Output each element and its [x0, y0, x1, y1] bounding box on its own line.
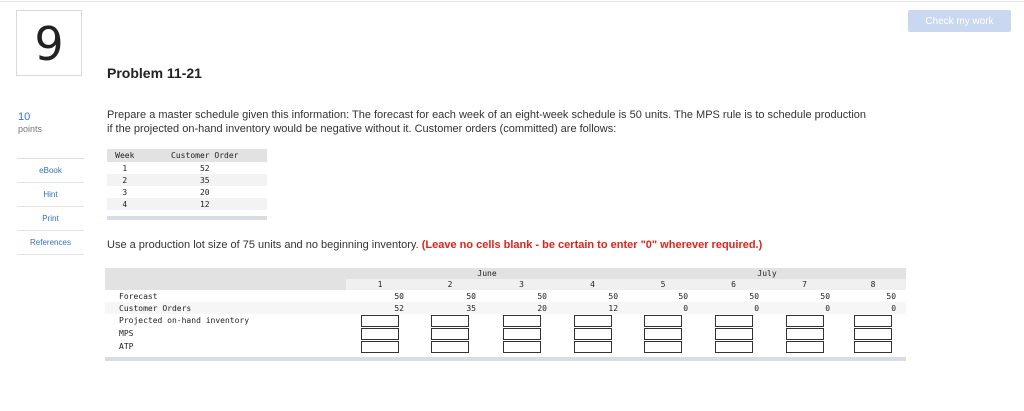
mps-input[interactable]	[714, 327, 753, 340]
customer-orders-value: 0	[628, 302, 699, 314]
problem-instructions: Prepare a master schedule given this inf…	[107, 109, 867, 135]
month-june-header: June	[346, 268, 629, 279]
lot-size-instructions: Use a production lot size of 75 units an…	[107, 239, 762, 251]
projected-on-hand-input[interactable]	[502, 314, 541, 327]
customer-orders-value: 20	[486, 302, 557, 314]
orders-header-customer-order: Customer Order	[142, 149, 267, 162]
week-header: 2	[414, 279, 486, 290]
points-value: 10	[18, 111, 31, 123]
atp-input[interactable]	[573, 340, 612, 353]
customer-orders-value: 0	[840, 302, 907, 314]
atp-input[interactable]	[502, 340, 541, 353]
atp-input[interactable]	[644, 340, 683, 353]
projected-on-hand-input[interactable]	[573, 314, 612, 327]
mps-input[interactable]	[785, 327, 824, 340]
row-label-mps: MPS	[119, 329, 134, 338]
week-header: 6	[698, 279, 770, 290]
week-header: 8	[840, 279, 907, 290]
lot-size-text: Use a production lot size of 75 units an…	[107, 239, 419, 251]
mps-input[interactable]	[431, 327, 469, 340]
blank-cells-warning: (Leave no cells blank - be certain to en…	[421, 239, 763, 251]
customer-orders-value: 12	[557, 302, 629, 314]
row-label-customer-orders: Customer Orders	[105, 302, 346, 314]
projected-on-hand-input[interactable]	[714, 314, 753, 327]
master-schedule-table: June July 1 2 3 4 5 6 7 8 Forecast 50 50…	[105, 268, 907, 361]
customer-orders-value: 0	[769, 302, 841, 314]
print-link[interactable]: Print	[17, 207, 84, 231]
week-header: 3	[486, 279, 557, 290]
orders-week: 4	[107, 198, 143, 213]
month-july-header: July	[628, 268, 907, 279]
week-header: 4	[557, 279, 629, 290]
row-label-projected-on-hand: Projected on-hand inventory	[119, 316, 250, 325]
week-header: 1	[346, 279, 414, 290]
forecast-value: 50	[820, 291, 831, 301]
projected-on-hand-input[interactable]	[785, 314, 824, 327]
projected-on-hand-input[interactable]	[361, 314, 399, 327]
orders-header-week: Week	[107, 149, 143, 162]
forecast-value: 50	[886, 291, 897, 301]
table-corner	[105, 268, 346, 279]
forecast-value: 50	[678, 291, 689, 301]
row-label-forecast: Forecast	[119, 291, 158, 301]
week-header: 5	[628, 279, 699, 290]
forecast-value: 50	[749, 291, 760, 301]
forecast-value: 50	[537, 291, 547, 301]
orders-table-footer	[107, 210, 267, 220]
problem-title: Problem 11-21	[107, 65, 202, 81]
forecast-value: 50	[394, 291, 404, 301]
mps-input[interactable]	[502, 327, 541, 340]
customer-orders-value: 0	[698, 302, 770, 314]
orders-week: 3	[122, 187, 128, 197]
points-label: points	[18, 124, 43, 134]
orders-value: 35	[142, 174, 267, 186]
top-divider	[0, 1, 1024, 2]
mps-input[interactable]	[644, 327, 683, 340]
atp-input[interactable]	[431, 340, 469, 353]
check-my-work-button[interactable]: Check my work	[908, 10, 1011, 32]
hint-link[interactable]: Hint	[17, 183, 84, 207]
projected-on-hand-input[interactable]	[644, 314, 683, 327]
projected-on-hand-input[interactable]	[431, 314, 469, 327]
orders-value: 12	[142, 198, 267, 213]
atp-input[interactable]	[361, 340, 399, 353]
atp-input[interactable]	[854, 340, 893, 353]
customer-orders-value: 52	[346, 302, 414, 314]
mps-input[interactable]	[361, 327, 399, 340]
question-number-box: 9	[16, 10, 82, 76]
weeks-label-spacer	[105, 279, 346, 290]
mps-input[interactable]	[854, 327, 893, 340]
atp-input[interactable]	[785, 340, 824, 353]
ebook-link[interactable]: eBook	[17, 159, 84, 183]
forecast-value: 50	[466, 291, 476, 301]
orders-week: 2	[107, 174, 143, 186]
orders-value: 52	[199, 163, 210, 173]
customer-orders-table: Week Customer Order 1 52 2 35 3 20 4 12	[107, 149, 267, 220]
forecast-value: 50	[608, 291, 619, 301]
customer-orders-value: 35	[414, 302, 486, 314]
orders-value: 20	[199, 187, 210, 197]
master-schedule-footer	[105, 353, 907, 361]
atp-input[interactable]	[714, 340, 753, 353]
orders-week: 1	[122, 163, 128, 173]
references-link[interactable]: References	[17, 231, 84, 255]
projected-on-hand-input[interactable]	[854, 314, 893, 327]
question-number: 9	[34, 17, 64, 71]
question-tools: eBook Hint Print References	[17, 158, 84, 255]
row-label-atp: ATP	[119, 342, 134, 351]
mps-input[interactable]	[573, 327, 612, 340]
week-header: 7	[769, 279, 841, 290]
